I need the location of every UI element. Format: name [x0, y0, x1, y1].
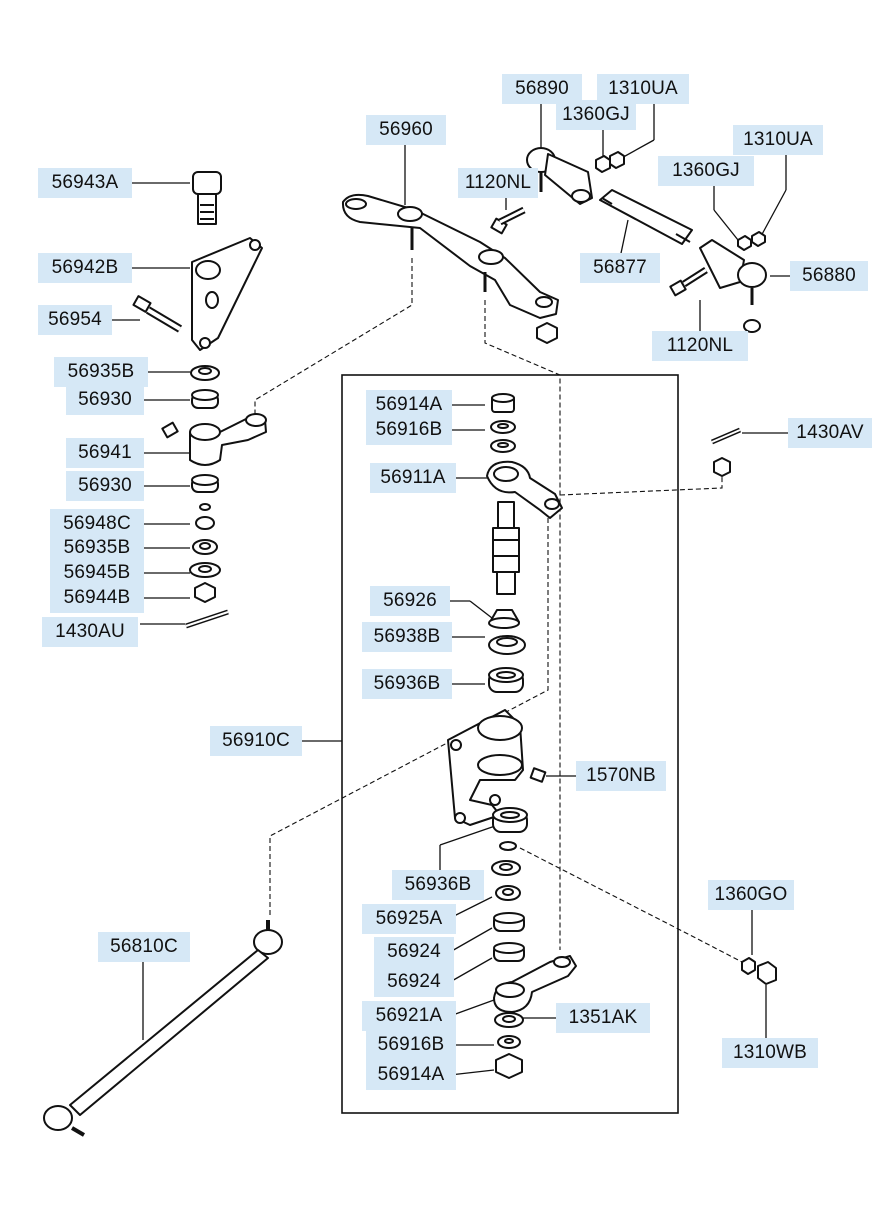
part-label-1360GJ-top[interactable]: 1360GJ [556, 100, 636, 130]
bolt-1120NL-top [490, 206, 526, 235]
part-label-1430AU[interactable]: 1430AU [42, 617, 138, 647]
part-label-56942B[interactable]: 56942B [38, 253, 132, 283]
sector-shaft [492, 501, 520, 595]
part-label-56944B[interactable]: 56944B [50, 583, 144, 613]
pitman-arm-56911A [486, 460, 563, 519]
part-label-56936B-bottom[interactable]: 56936B [392, 870, 484, 900]
part-label-1310WB[interactable]: 1310WB [722, 1038, 818, 1068]
part-label-56936B-top[interactable]: 56936B [362, 669, 452, 699]
part-label-56810C[interactable]: 56810C [98, 932, 190, 962]
bolt-1120NL-bottom [669, 267, 708, 297]
part-label-1430AV[interactable]: 1430AV [788, 418, 872, 448]
part-label-56926[interactable]: 56926 [370, 586, 450, 616]
part-label-56914A-bottom[interactable]: 56914A [366, 1060, 456, 1090]
part-label-56921A[interactable]: 56921A [362, 1001, 456, 1031]
steering-gear-bracket [447, 709, 524, 826]
part-label-1120NL-top[interactable]: 1120NL [458, 168, 538, 198]
part-label-1360GO[interactable]: 1360GO [708, 880, 794, 910]
bracket-bolt-56954 [132, 295, 183, 333]
idler-arm-56941 [189, 413, 267, 466]
part-label-56916B-top[interactable]: 56916B [366, 415, 452, 445]
part-label-56880[interactable]: 56880 [790, 261, 868, 291]
part-label-56943A[interactable]: 56943A [38, 168, 132, 198]
part-label-56941[interactable]: 56941 [66, 438, 144, 468]
part-label-56960[interactable]: 56960 [366, 115, 446, 145]
part-label-56911A[interactable]: 56911A [370, 463, 456, 493]
tie-rod-end-56890 [526, 147, 593, 205]
relay-rod-56960 [341, 193, 559, 344]
part-label-1310UA-right[interactable]: 1310UA [733, 125, 823, 155]
part-label-56930-bottom[interactable]: 56930 [66, 471, 144, 501]
part-label-1570NB[interactable]: 1570NB [576, 761, 666, 791]
part-label-56877[interactable]: 56877 [580, 253, 660, 283]
part-label-56910C[interactable]: 56910C [210, 726, 302, 756]
part-label-1310UA-top[interactable]: 1310UA [597, 74, 689, 104]
idler-bracket-56942B [191, 237, 263, 351]
part-label-56924-a[interactable]: 56924 [374, 937, 454, 967]
part-label-1351AK[interactable]: 1351AK [556, 1003, 650, 1033]
drag-link-56810C [43, 920, 283, 1137]
tie-rod-end-56880 [699, 239, 767, 333]
part-label-56916B-bottom[interactable]: 56916B [366, 1030, 456, 1060]
part-label-56925A[interactable]: 56925A [362, 904, 456, 934]
leader-lines [112, 100, 790, 1076]
ball-joint-bolt-56943A [192, 171, 222, 225]
part-label-1120NL-bottom[interactable]: 1120NL [652, 331, 748, 361]
part-label-56938B[interactable]: 56938B [362, 622, 452, 652]
part-label-56954[interactable]: 56954 [38, 305, 112, 335]
assembly-box [341, 374, 679, 1114]
part-label-56930-top[interactable]: 56930 [66, 385, 144, 415]
part-label-1360GJ-right[interactable]: 1360GJ [658, 156, 754, 186]
adjusting-tube-56877 [599, 189, 693, 245]
alignment-lines [254, 258, 743, 963]
part-label-56924-b[interactable]: 56924 [374, 967, 454, 997]
part-label-56890[interactable]: 56890 [502, 74, 582, 104]
idler-arm-56921A [493, 955, 577, 1013]
part-label-56935B-top[interactable]: 56935B [54, 357, 148, 387]
parts [43, 147, 777, 1137]
